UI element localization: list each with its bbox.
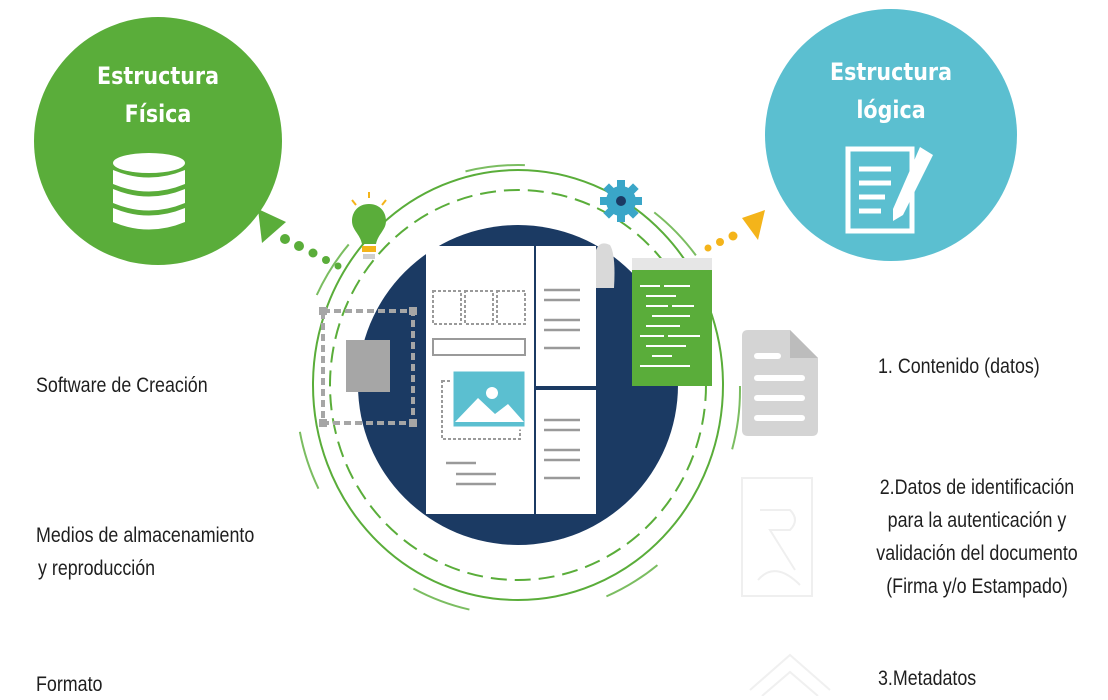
logical-structure-circle: Estructura lógica <box>765 9 1017 261</box>
logical-item-signature: (Firma y/o Estampado) <box>886 575 1068 598</box>
physical-item-software: Software de Creación <box>36 374 208 397</box>
physical-structure-title-line1: Estructura <box>96 62 220 90</box>
database-icon <box>113 153 185 230</box>
logical-item-authentication: para la autenticación y <box>887 509 1067 532</box>
logical-item-validation: validación del documento <box>876 542 1078 565</box>
physical-structure-title-line2: Física <box>124 100 192 128</box>
physical-item-storage-cont: y reproducción <box>38 557 156 580</box>
logical-structure-title-line2: lógica <box>856 96 926 124</box>
document-pen-icon <box>845 146 933 234</box>
physical-item-format: Formato <box>36 673 103 696</box>
logical-item-identification: 2.Datos de identificación <box>879 476 1075 499</box>
logical-structure-title-line1: Estructura <box>829 58 953 86</box>
physical-structure-circle: Estructura Física <box>34 17 282 265</box>
logical-item-metadata: 3.Metadatos <box>878 667 977 690</box>
logical-item-content: 1. Contenido (datos) <box>878 355 1040 378</box>
physical-item-storage: Medios de almacenamiento <box>36 524 255 547</box>
